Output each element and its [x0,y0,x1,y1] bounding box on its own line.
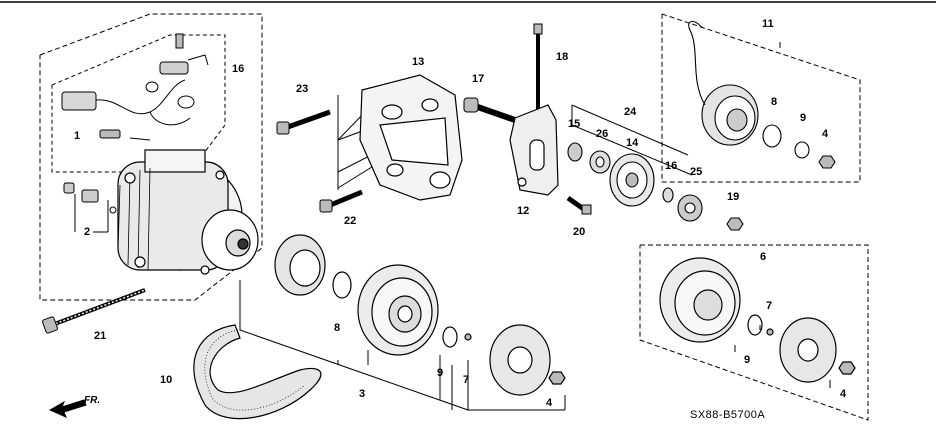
callout-24: 24 [624,106,637,118]
bolt-23 [276,109,331,135]
callout-23: 23 [296,83,309,95]
callout-25: 25 [690,166,703,178]
bolt-17 [463,97,516,123]
callout-22: 22 [344,215,357,227]
field-coil-frame [661,13,861,183]
callout-21: 20 [573,226,586,238]
callout-20: 19 [727,191,740,203]
idler-pulley-set [567,142,744,231]
clutch-set [274,234,566,396]
field-coil [688,20,836,169]
callout-26: 26 [596,128,609,140]
compressor-bracket [359,74,463,201]
callout-6: 16 [232,63,245,75]
callout-19: 21 [94,330,107,342]
callout-14: 14 [626,137,639,149]
bolt-21 [566,195,592,215]
v-belt [193,324,322,420]
callout-7b: 7 [766,300,773,312]
callout-4: 4 [546,397,553,409]
callout-1: 1 [74,130,81,142]
callout-2: 2 [84,226,91,238]
callout-8b: 8 [771,96,778,108]
callout-9: 9 [437,367,444,379]
front-direction-label: FR. [84,395,101,406]
thermal-sensor-harness [61,33,209,139]
callout-13: 13 [412,56,425,68]
callout-17: 17 [472,73,485,85]
callout-15: 15 [568,118,581,130]
callout-3: 3 [359,388,366,400]
callout-12: 12 [517,205,530,217]
clutch-set-frame [639,244,869,421]
tensioner-plate [509,104,559,196]
bolt-18 [533,23,543,110]
callout-16: 16 [665,160,678,172]
callout-4c: 4 [840,388,847,400]
drawing-code: SX88-B5700A [690,409,766,421]
bolt-19 [42,288,146,334]
callout-10: 10 [160,374,173,386]
callout-18: 18 [556,51,569,63]
clutch-set-alt [659,257,856,383]
compressor-assembly [117,149,259,275]
callout-8: 8 [334,322,341,334]
callout-11: 11 [762,18,774,30]
bolt-22 [319,189,363,213]
callout-4b: 4 [822,128,829,140]
callout-9b: 9 [800,112,807,124]
callout-9c: 9 [744,354,751,366]
front-direction-arrow [48,399,87,418]
relief-valve [63,182,117,214]
callout-5: 6 [760,251,767,263]
callout-7: 7 [463,374,470,386]
